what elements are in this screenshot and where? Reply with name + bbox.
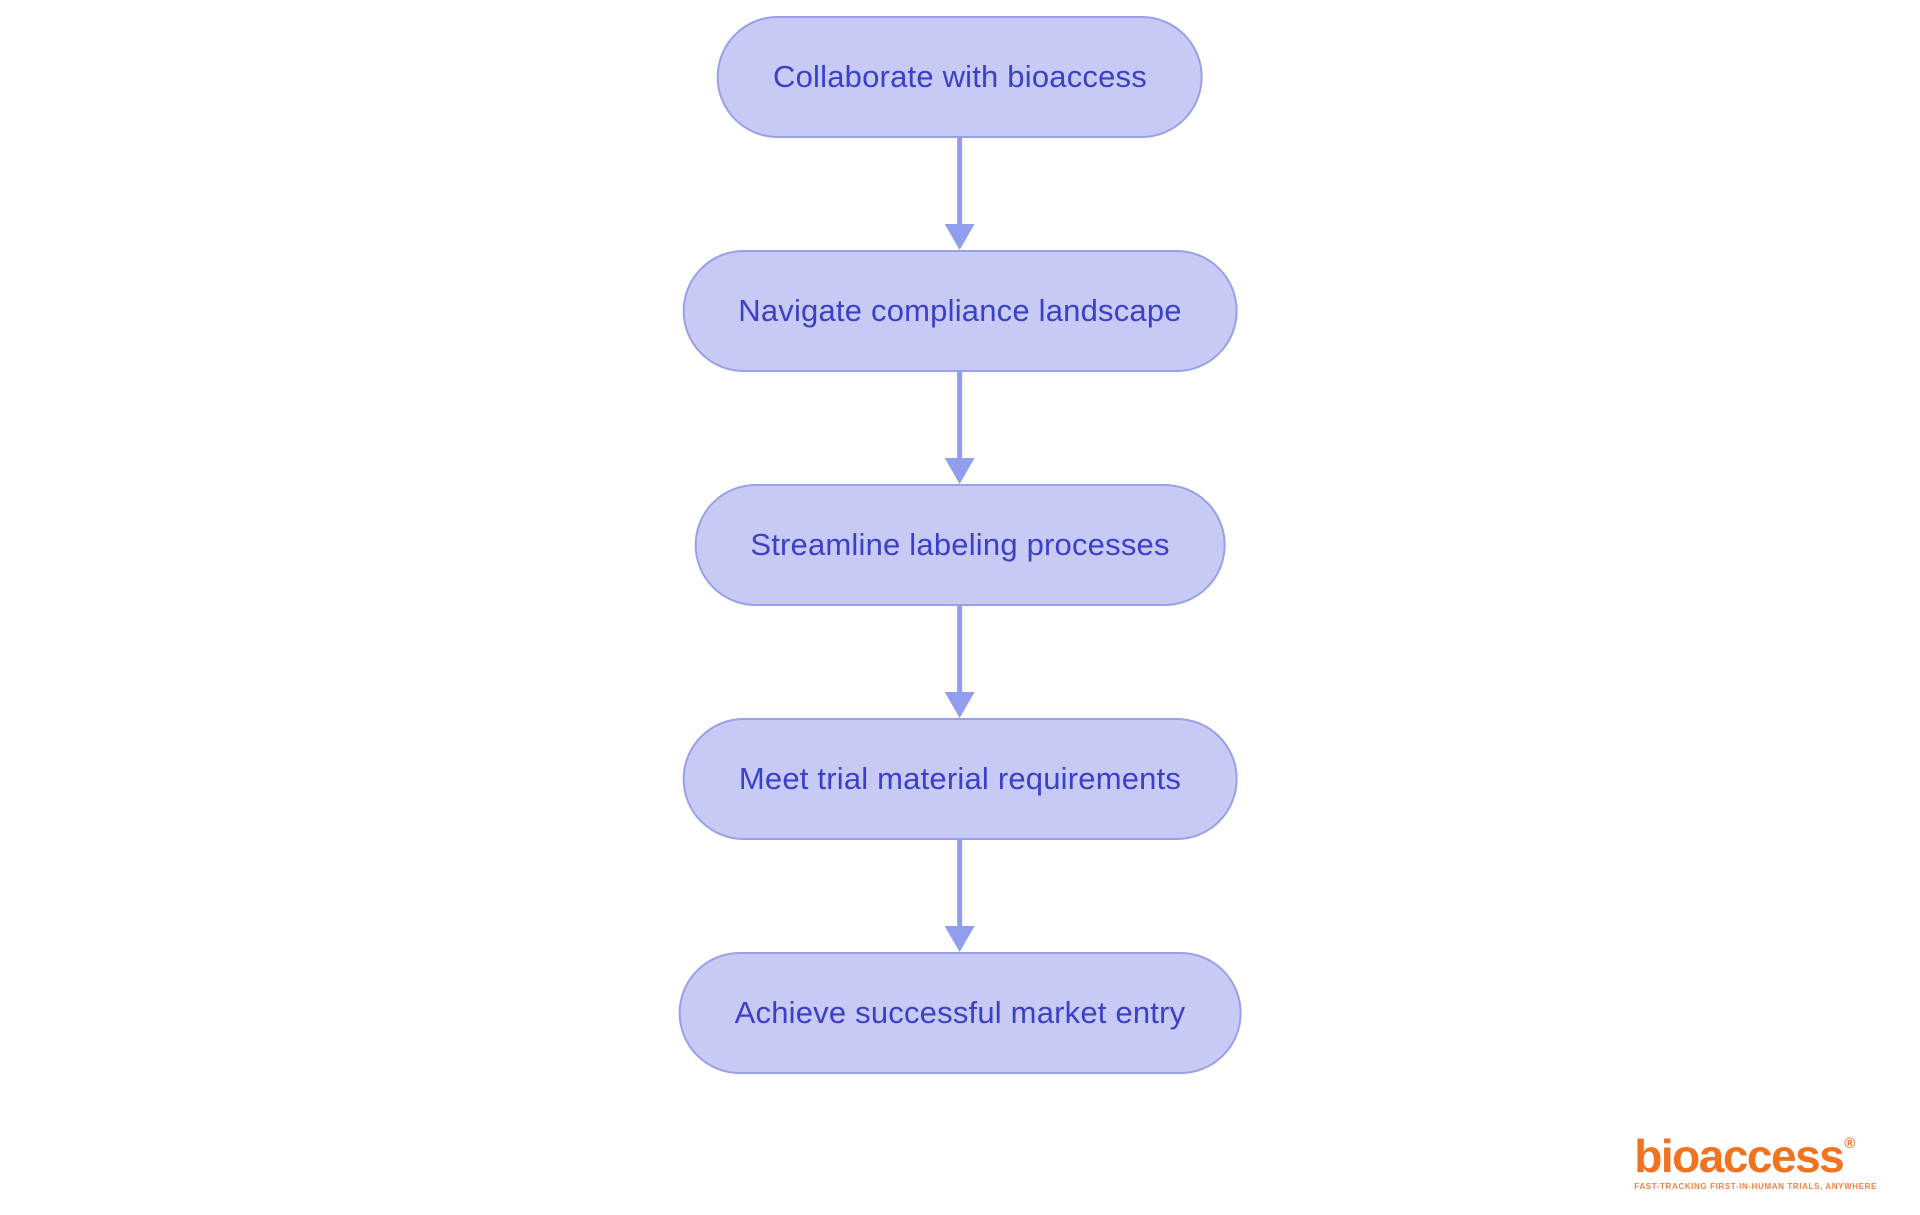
bioaccess-logo: bioaccess® FAST-TRACKING FIRST-IN-HUMAN …	[1634, 1133, 1877, 1191]
flow-node-collaborate: Collaborate with bioaccess	[717, 16, 1203, 138]
arrow-stem	[957, 372, 963, 460]
bioaccess-brand-text: bioaccess	[1634, 1130, 1844, 1182]
arrow-stem	[957, 606, 963, 694]
flow-arrow	[945, 138, 975, 250]
arrow-stem	[957, 840, 963, 928]
flowchart: Collaborate with bioaccess Navigate comp…	[678, 16, 1242, 1074]
arrow-stem	[957, 138, 963, 226]
registered-trademark-icon: ®	[1844, 1135, 1856, 1152]
arrow-head-icon	[945, 692, 975, 718]
flow-arrow	[945, 372, 975, 484]
flow-node-label: Achieve successful market entry	[734, 995, 1186, 1030]
flow-node-trial-material: Meet trial material requirements	[682, 718, 1238, 840]
arrow-head-icon	[945, 224, 975, 250]
flow-node-label: Meet trial material requirements	[738, 761, 1182, 796]
flow-node-market-entry: Achieve successful market entry	[678, 952, 1242, 1074]
flow-arrow	[945, 606, 975, 718]
flow-node-label: Navigate compliance landscape	[738, 293, 1182, 328]
flow-node-label: Streamline labeling processes	[750, 527, 1170, 562]
bioaccess-wordmark: bioaccess®	[1634, 1133, 1877, 1179]
flow-node-labeling: Streamline labeling processes	[694, 484, 1226, 606]
flow-node-compliance: Navigate compliance landscape	[682, 250, 1238, 372]
arrow-head-icon	[945, 458, 975, 484]
arrow-head-icon	[945, 926, 975, 952]
bioaccess-tagline: FAST-TRACKING FIRST-IN-HUMAN TRIALS, ANY…	[1634, 1182, 1877, 1191]
flow-node-label: Collaborate with bioaccess	[773, 59, 1147, 94]
flow-arrow	[945, 840, 975, 952]
